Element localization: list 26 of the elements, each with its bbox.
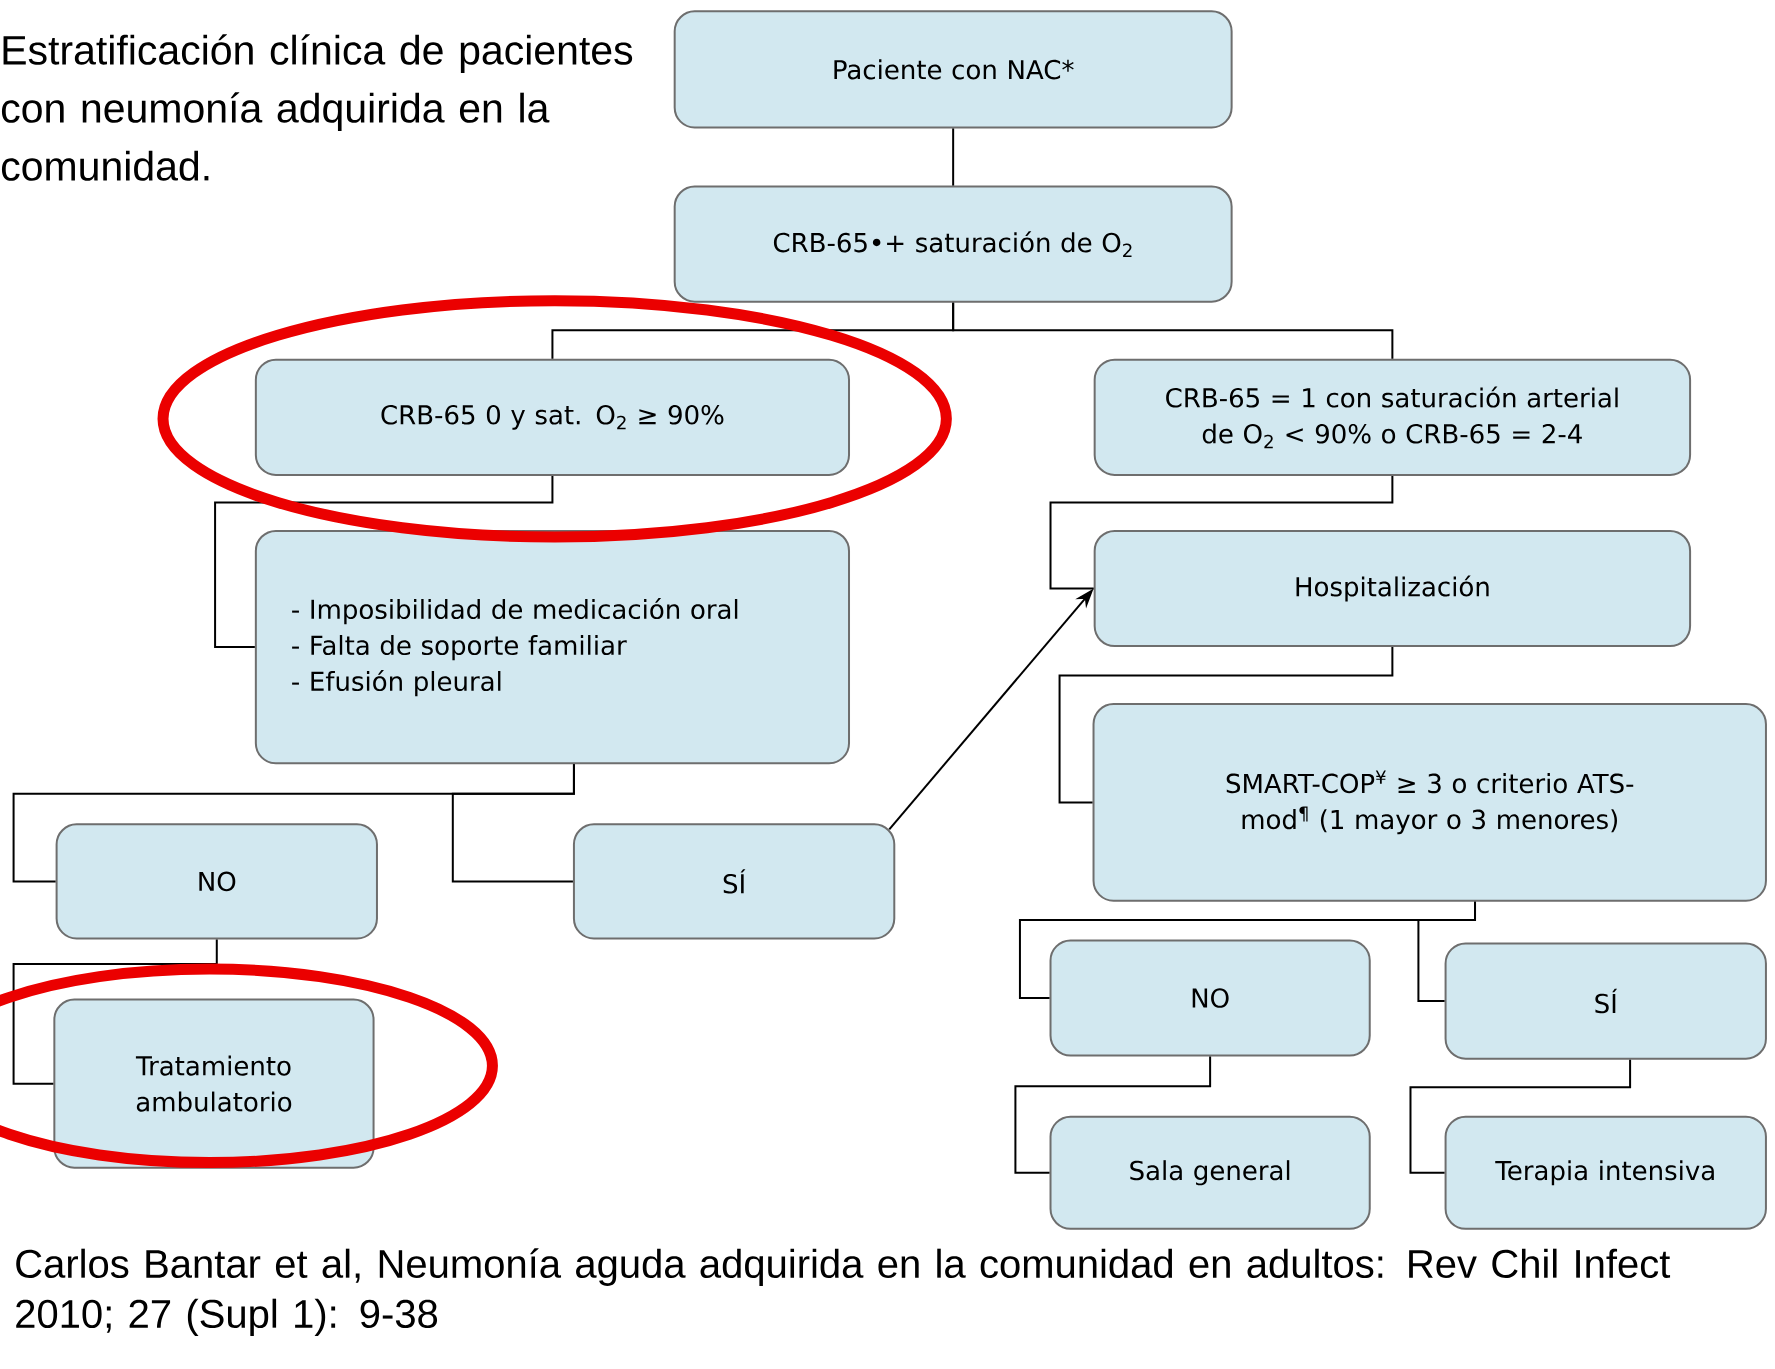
connector <box>1014 1055 1212 1174</box>
process-box: CRB-65 = 1 con saturación arterial de O$_{2}$ < 90% o CRB-65 = 2-4 <box>1093 358 1692 476</box>
connector <box>1049 474 1394 590</box>
citation-text: Carlos Bantar et al, Neumonía aguda adquirida en la comunidad en adultos: Rev Chil Infect 2010; 27 (Supl 1): 9-38 <box>16 1248 1671 1336</box>
connector <box>214 474 554 649</box>
connector <box>952 301 1394 360</box>
process-box: SÍ <box>1444 942 1767 1060</box>
process-box: SMART-COP$^{¥}$ ≥ 3 o criterio ATS-mod$^{¶}$ (1 mayor o 3 menores) <box>1092 703 1767 902</box>
connector <box>1058 646 1394 804</box>
process-box: CRB-65 0 y sat. O$_{2}$ ≥ 90% <box>254 358 850 476</box>
process-box: Sala general <box>1049 1115 1371 1230</box>
title-text: Estratificación clínica de pacientes con neumonía adquirida en la comunidad. <box>1 34 633 181</box>
connector <box>12 938 218 1085</box>
process-box: CRB-65•+ saturación de O$_{2}$ <box>673 185 1233 303</box>
connector <box>1417 900 1476 1003</box>
process-box: Paciente con NAC* <box>673 10 1233 129</box>
process-box: Terapia intensiva <box>1444 1115 1767 1230</box>
process-box: Hospitalización <box>1093 529 1692 648</box>
connector <box>1409 1058 1632 1174</box>
process-box: SÍ <box>572 823 896 940</box>
connector <box>952 127 955 187</box>
process-box: NO <box>1049 939 1371 1057</box>
process-box: Tratamiento ambulatorio <box>53 998 375 1169</box>
connector <box>451 763 575 883</box>
process-box: NO <box>55 823 378 940</box>
process-box: - Imposibilidad de medicación oral - Falta de soporte familiar - Efusión pleural <box>254 529 850 765</box>
